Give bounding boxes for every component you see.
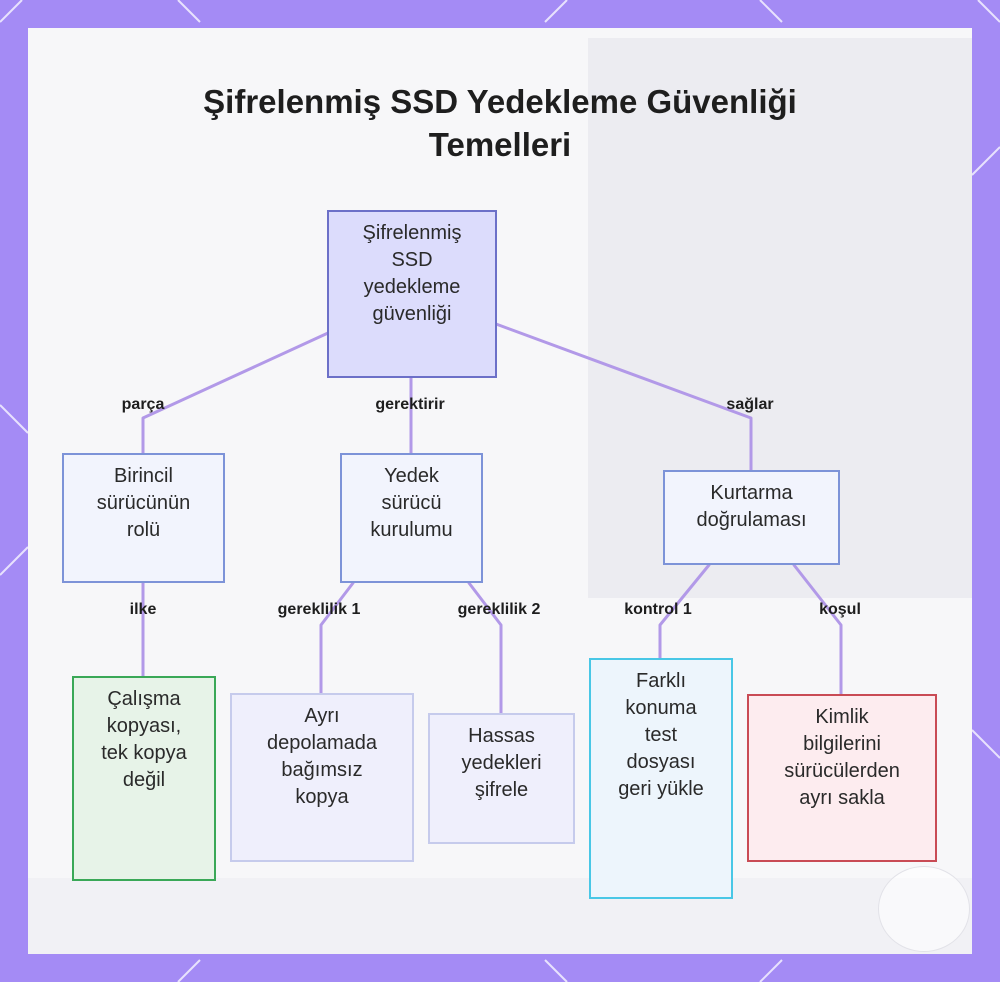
node-text: yedekleme [363,276,461,298]
node-root: Şifrelenmiş SSD yedekleme güvenliği [327,210,497,378]
node-text: yedekleri [461,752,542,774]
node-text: kopya [295,786,349,808]
edge-label: gereklilik 2 [457,601,541,618]
node-text: depolamada [266,732,378,754]
node-text: şifrele [474,779,529,801]
edge-label: parça [121,396,165,413]
node-text: tek kopya [101,742,187,764]
node-text: ayrı sakla [799,787,885,809]
watermark-badge [878,866,970,952]
node-text: dosyası [626,751,696,773]
node-text: rolü [126,519,161,541]
background-block [28,878,972,954]
diagram-title: Şifrelenmiş SSD Yedekleme Güvenliği Teme… [128,80,872,166]
node-primary-drive: Birincil sürücünün rolü [62,453,225,583]
node-text: Yedek [384,465,439,487]
edge-label: gerektirir [375,396,445,413]
node-text: Şifrelenmiş [362,222,462,244]
node-text: bilgilerini [803,733,881,755]
node-text: Birincil [114,465,173,487]
node-backup-drive: Yedek sürücü kurulumu [340,453,483,583]
node-text: güvenliği [372,303,452,325]
title-line: Şifrelenmiş SSD Yedekleme Güvenliği [203,83,797,120]
edge-backup-encrypt [467,581,503,715]
node-independent-copy: Ayrı depolamada bağımsız kopya [230,693,414,862]
node-recovery: Kurtarma doğrulaması [663,470,840,565]
title-line: Temelleri [428,126,572,163]
node-text: bağımsız [281,759,363,781]
edge-backup-independent [319,581,355,695]
edge-recovery-credentials [792,563,843,696]
edge-recovery-restore [658,563,711,660]
node-text: SSD [391,249,433,271]
node-text: geri yükle [618,778,704,800]
node-credentials: Kimlik bilgilerini sürücülerden ayrı sak… [747,694,937,862]
edge-root-recovery [494,322,753,472]
edge-label: sağlar [726,396,774,413]
node-text: Farklı [636,670,686,692]
node-text: değil [122,769,166,791]
node-text: Kimlik [815,706,869,728]
edge-label: koşul [819,601,861,618]
edge-label: gereklilik 1 [277,601,361,618]
node-text: Çalışma [107,688,181,710]
edge-label: ilke [129,601,157,618]
node-text: kopyası, [106,715,182,737]
node-text: sürücü [381,492,442,514]
node-text: doğrulaması [696,509,807,531]
node-restore-test: Farklı konuma test dosyası geri yükle [589,658,733,899]
node-text: sürücülerden [784,760,900,782]
node-text: Kurtarma [710,482,793,504]
node-text: Ayrı [304,705,340,727]
node-encrypt-backups: Hassas yedekleri şifrele [428,713,575,844]
node-text: Hassas [468,725,535,747]
node-text: sürücünün [96,492,191,514]
node-text: test [644,724,678,746]
node-text: kurulumu [370,519,453,541]
node-working-copy: Çalışma kopyası, tek kopya değil [72,676,216,881]
edge-label: kontrol 1 [624,601,692,618]
edge-root-primary [141,331,330,455]
node-text: konuma [625,697,697,719]
